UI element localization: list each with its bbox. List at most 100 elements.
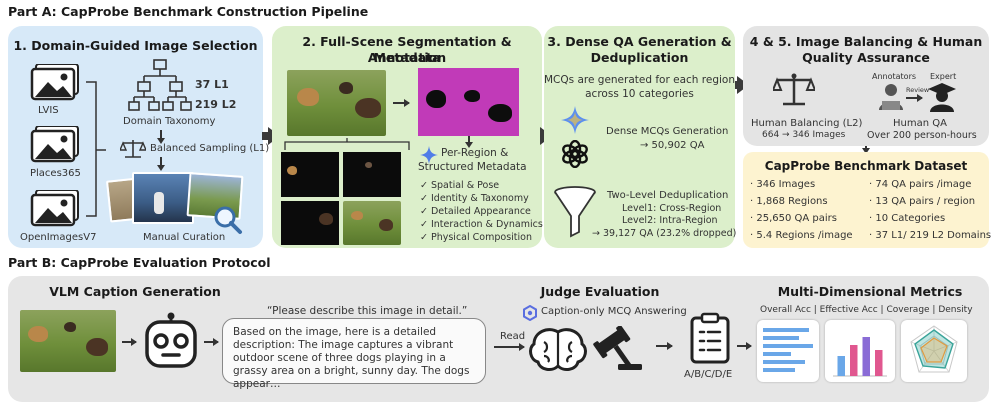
sampling-down-arrow	[157, 157, 164, 171]
review-label: Review	[906, 86, 930, 94]
balancing-scale-icon	[773, 73, 815, 106]
places365-image-icon	[30, 126, 79, 163]
dataset-stat: · 25,650 QA pairs	[750, 213, 837, 224]
hbar-5	[763, 360, 805, 364]
hbar-4	[763, 352, 791, 356]
arrow-1-2-shaft	[262, 132, 270, 140]
lvis-image-icon	[30, 64, 79, 101]
manual-curation: Manual Curation	[143, 232, 226, 243]
openimages-image-icon	[30, 190, 79, 227]
checklist-item: ✓ Interaction & Dynamics	[420, 219, 543, 230]
segmentation-mask	[418, 68, 519, 136]
check-icon: ✓	[420, 193, 431, 204]
source-bracket	[86, 81, 106, 217]
radar-mini-chart	[910, 325, 958, 373]
vbar-2	[850, 345, 858, 376]
check-icon: ✓	[420, 206, 431, 217]
radar-series-orange	[920, 337, 948, 363]
judge-model-icon	[523, 305, 537, 321]
judge-title: Judge Evaluation	[540, 284, 660, 299]
gemini-logo-icon	[561, 106, 589, 134]
panel3-title-line2: Deduplication	[590, 50, 689, 65]
brain-icon	[529, 328, 587, 371]
dataset-title: CapProbe Benchmark Dataset	[764, 159, 968, 173]
openai-logo-icon	[562, 140, 588, 168]
l1-count: 37 L1	[195, 78, 229, 91]
panel2-title-line2: Annotation	[367, 50, 447, 65]
region-crop-3	[281, 201, 339, 245]
balance-scale-icon	[120, 140, 146, 158]
funnel-icon	[554, 186, 596, 238]
vbar-3	[862, 337, 870, 376]
hbar-1	[763, 328, 809, 332]
dataset-stat: · 37 L1/ 219 L2 Domains	[869, 230, 992, 241]
checklist-item: ✓ Detailed Appearance	[420, 206, 531, 217]
checklist-item: ✓ Spatial & Pose	[420, 180, 500, 191]
dedup-title: Two-Level Deduplication	[607, 190, 729, 201]
metadata-line2: Structured Metadata	[418, 161, 527, 173]
balanced-sampling: Balanced Sampling (L1)	[150, 143, 270, 154]
eval-input-photo	[20, 310, 116, 372]
human-balancing: Human Balancing (L2)	[751, 118, 863, 129]
part-b-title: Part B: CapProbe Evaluation Protocol	[8, 255, 271, 270]
photo-to-vlm-arrow	[122, 338, 137, 345]
judge-subtitle: Caption-only MCQ Answering	[541, 306, 687, 317]
vbar-1	[837, 356, 845, 376]
metric-card-accuracy	[757, 320, 819, 382]
hbar-6	[763, 368, 795, 372]
checklist-item: ✓ Identity & Taxonomy	[420, 193, 529, 204]
dataset-stat: · 5.4 Regions /image	[750, 230, 853, 241]
panel-dataset	[743, 152, 989, 248]
expert-label: Expert	[930, 72, 957, 81]
mask-down-arrow	[465, 136, 472, 148]
check-icon: ✓	[420, 219, 431, 230]
source-lvis: LVIS	[38, 105, 59, 116]
checklist-item: ✓ Physical Composition	[420, 232, 532, 243]
dataset-stat: · 346 Images	[750, 179, 816, 190]
dedup-level2: Level2: Intra-Region	[622, 215, 718, 226]
panel1-title: 1. Domain-Guided Image Selection	[13, 38, 258, 53]
metric-card-density	[901, 320, 967, 382]
dataset-stat: · 74 QA pairs /image	[869, 179, 972, 190]
annotators-label: Annotators	[872, 72, 917, 81]
dedup-level1: Level1: Cross-Region	[622, 203, 722, 214]
gavel-icon	[593, 326, 642, 370]
panel3-title-line1: 3. Dense QA Generation &	[547, 34, 732, 49]
region-crop-1	[281, 152, 339, 197]
read-label: Read	[500, 331, 526, 342]
dataset-stat: · 13 QA pairs / region	[869, 196, 976, 207]
source-openimages: OpenImagesV7	[20, 232, 97, 243]
hbar-3	[763, 344, 813, 348]
magnifier-icon	[214, 206, 242, 234]
answer-sheet-icon	[690, 312, 730, 364]
vlm-to-caption-arrow	[204, 338, 219, 345]
read-arrow	[494, 343, 525, 350]
check-icon: ✓	[420, 232, 431, 243]
curation-photo-2	[132, 172, 194, 224]
vbar-4	[875, 350, 883, 376]
panel2-title-line1: 2. Full-Scene Segmentation & Metadata	[302, 34, 512, 65]
dense-generation: Dense MCQs Generation	[606, 126, 729, 137]
dense-count: → 50,902 QA	[640, 140, 705, 151]
dataset-stat: · 10 Categories	[869, 213, 946, 224]
seg-arrow	[393, 99, 410, 106]
taxonomy-tree-icon	[128, 59, 192, 111]
hbar-2	[763, 336, 799, 340]
expert-graduate-icon	[928, 83, 956, 112]
answers-to-metrics-arrow	[737, 342, 752, 349]
caption-output: Based on the image, here is a detailed d…	[222, 318, 486, 390]
judge-to-answers-arrow	[656, 342, 673, 349]
part-a-title: Part A: CapProbe Benchmark Construction …	[8, 4, 369, 19]
review-arrow	[906, 94, 923, 101]
check-icon: ✓	[420, 180, 431, 191]
human-qa: Human QA	[893, 118, 947, 129]
regions-bracket	[284, 138, 410, 150]
panel3-desc-line1: MCQs are generated for each region	[544, 74, 735, 86]
panel3-desc-line2: across 10 categories	[585, 88, 694, 100]
panel45-title-line1: 4 & 5. Image Balancing & Human	[749, 34, 983, 49]
dataset-stat: · 1,868 Regions	[750, 196, 828, 207]
metrics-subtitle: Overall Acc | Effective Acc | Coverage |…	[760, 305, 973, 315]
balancing-detail: 664 → 346 Images	[762, 130, 846, 140]
dedup-result: → 39,127 QA (23.2% dropped)	[592, 228, 737, 239]
answer-options: A/B/C/D/E	[684, 369, 733, 380]
